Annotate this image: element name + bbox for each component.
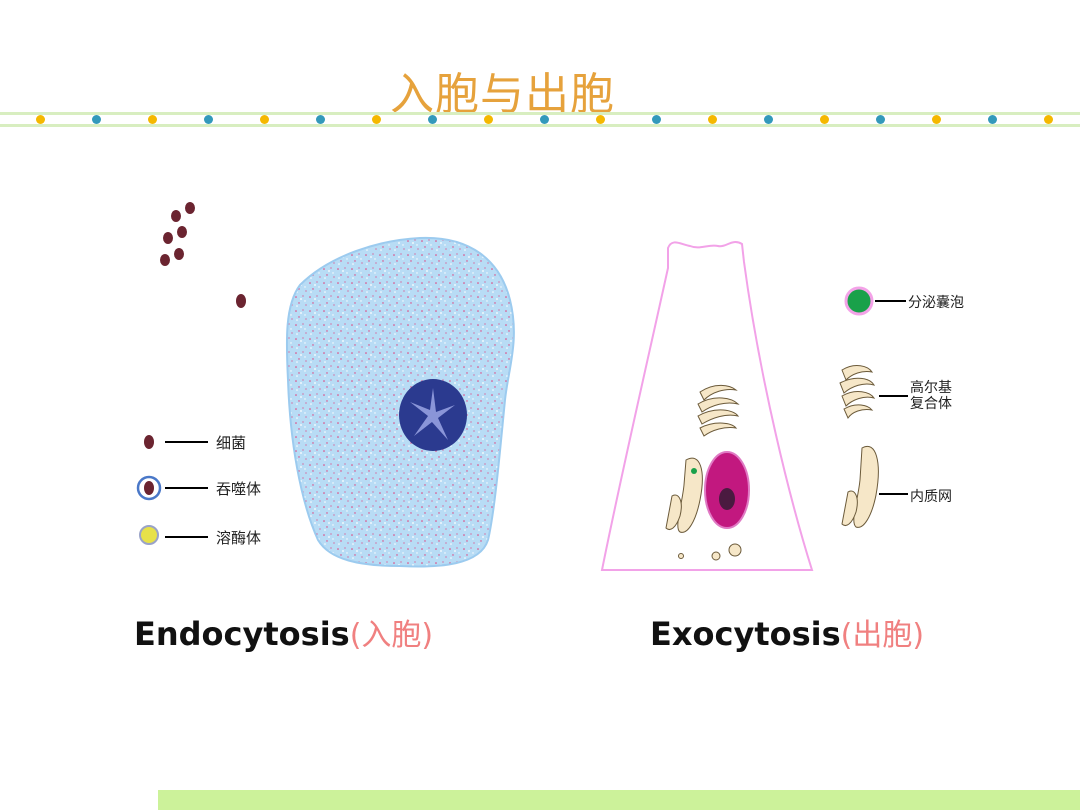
divider-dot xyxy=(820,115,829,124)
exocytosis-caption-en: Exocytosis xyxy=(650,615,841,653)
divider-dot xyxy=(652,115,661,124)
divider-dot xyxy=(148,115,157,124)
dotted-divider xyxy=(0,108,1080,132)
divider-dot xyxy=(932,115,941,124)
legend-vesicle-icon xyxy=(844,286,874,316)
page-title: 入胞与出胞 xyxy=(390,69,615,120)
legend-label-phagosome: 吞噬体 xyxy=(216,480,262,498)
golgi-in-cell xyxy=(697,384,740,437)
bacteria-cluster xyxy=(160,202,246,308)
legend-label-er: 内质网 xyxy=(910,489,952,505)
divider-dot xyxy=(316,115,325,124)
divider-dot xyxy=(428,115,437,124)
divider-dot xyxy=(764,115,773,124)
divider-dot xyxy=(708,115,717,124)
legend-label-bacterium: 细菌 xyxy=(216,434,247,452)
footer-bar xyxy=(158,790,1080,810)
divider-dot xyxy=(596,115,605,124)
divider-dot xyxy=(372,115,381,124)
endocytosis-caption-en: Endocytosis xyxy=(134,615,350,653)
endocytosis-caption-cn: (入胞) xyxy=(349,618,434,653)
legend-bacterium-icon xyxy=(144,435,154,449)
divider-line-top xyxy=(0,112,1080,115)
divider-dot xyxy=(988,115,997,124)
nucleolus-pattern xyxy=(410,388,455,440)
legend-lysosome-icon xyxy=(139,525,159,545)
legend-label-golgi: 高尔基复合体 xyxy=(910,380,952,412)
divider-dot xyxy=(204,115,213,124)
phagocyte-cell xyxy=(285,236,515,568)
exocytosis-caption: Exocytosis(出胞) xyxy=(650,610,924,654)
exocytosis-caption-cn: (出胞) xyxy=(840,618,925,653)
legend-label-secretory-vesicle: 分泌囊泡 xyxy=(908,295,964,311)
legend-er-icon xyxy=(841,445,879,528)
divider-line-bottom xyxy=(0,124,1080,127)
divider-dot xyxy=(876,115,885,124)
divider-dot xyxy=(484,115,493,124)
divider-dot xyxy=(260,115,269,124)
endocytosis-caption: Endocytosis(入胞) xyxy=(134,610,433,654)
legend-golgi-icon xyxy=(839,365,876,420)
divider-dot xyxy=(92,115,101,124)
er-in-cell xyxy=(665,457,703,533)
divider-dot xyxy=(1044,115,1053,124)
divider-dot xyxy=(36,115,45,124)
divider-dot xyxy=(540,115,549,124)
legend-label-lysosome: 溶酶体 xyxy=(216,529,262,547)
